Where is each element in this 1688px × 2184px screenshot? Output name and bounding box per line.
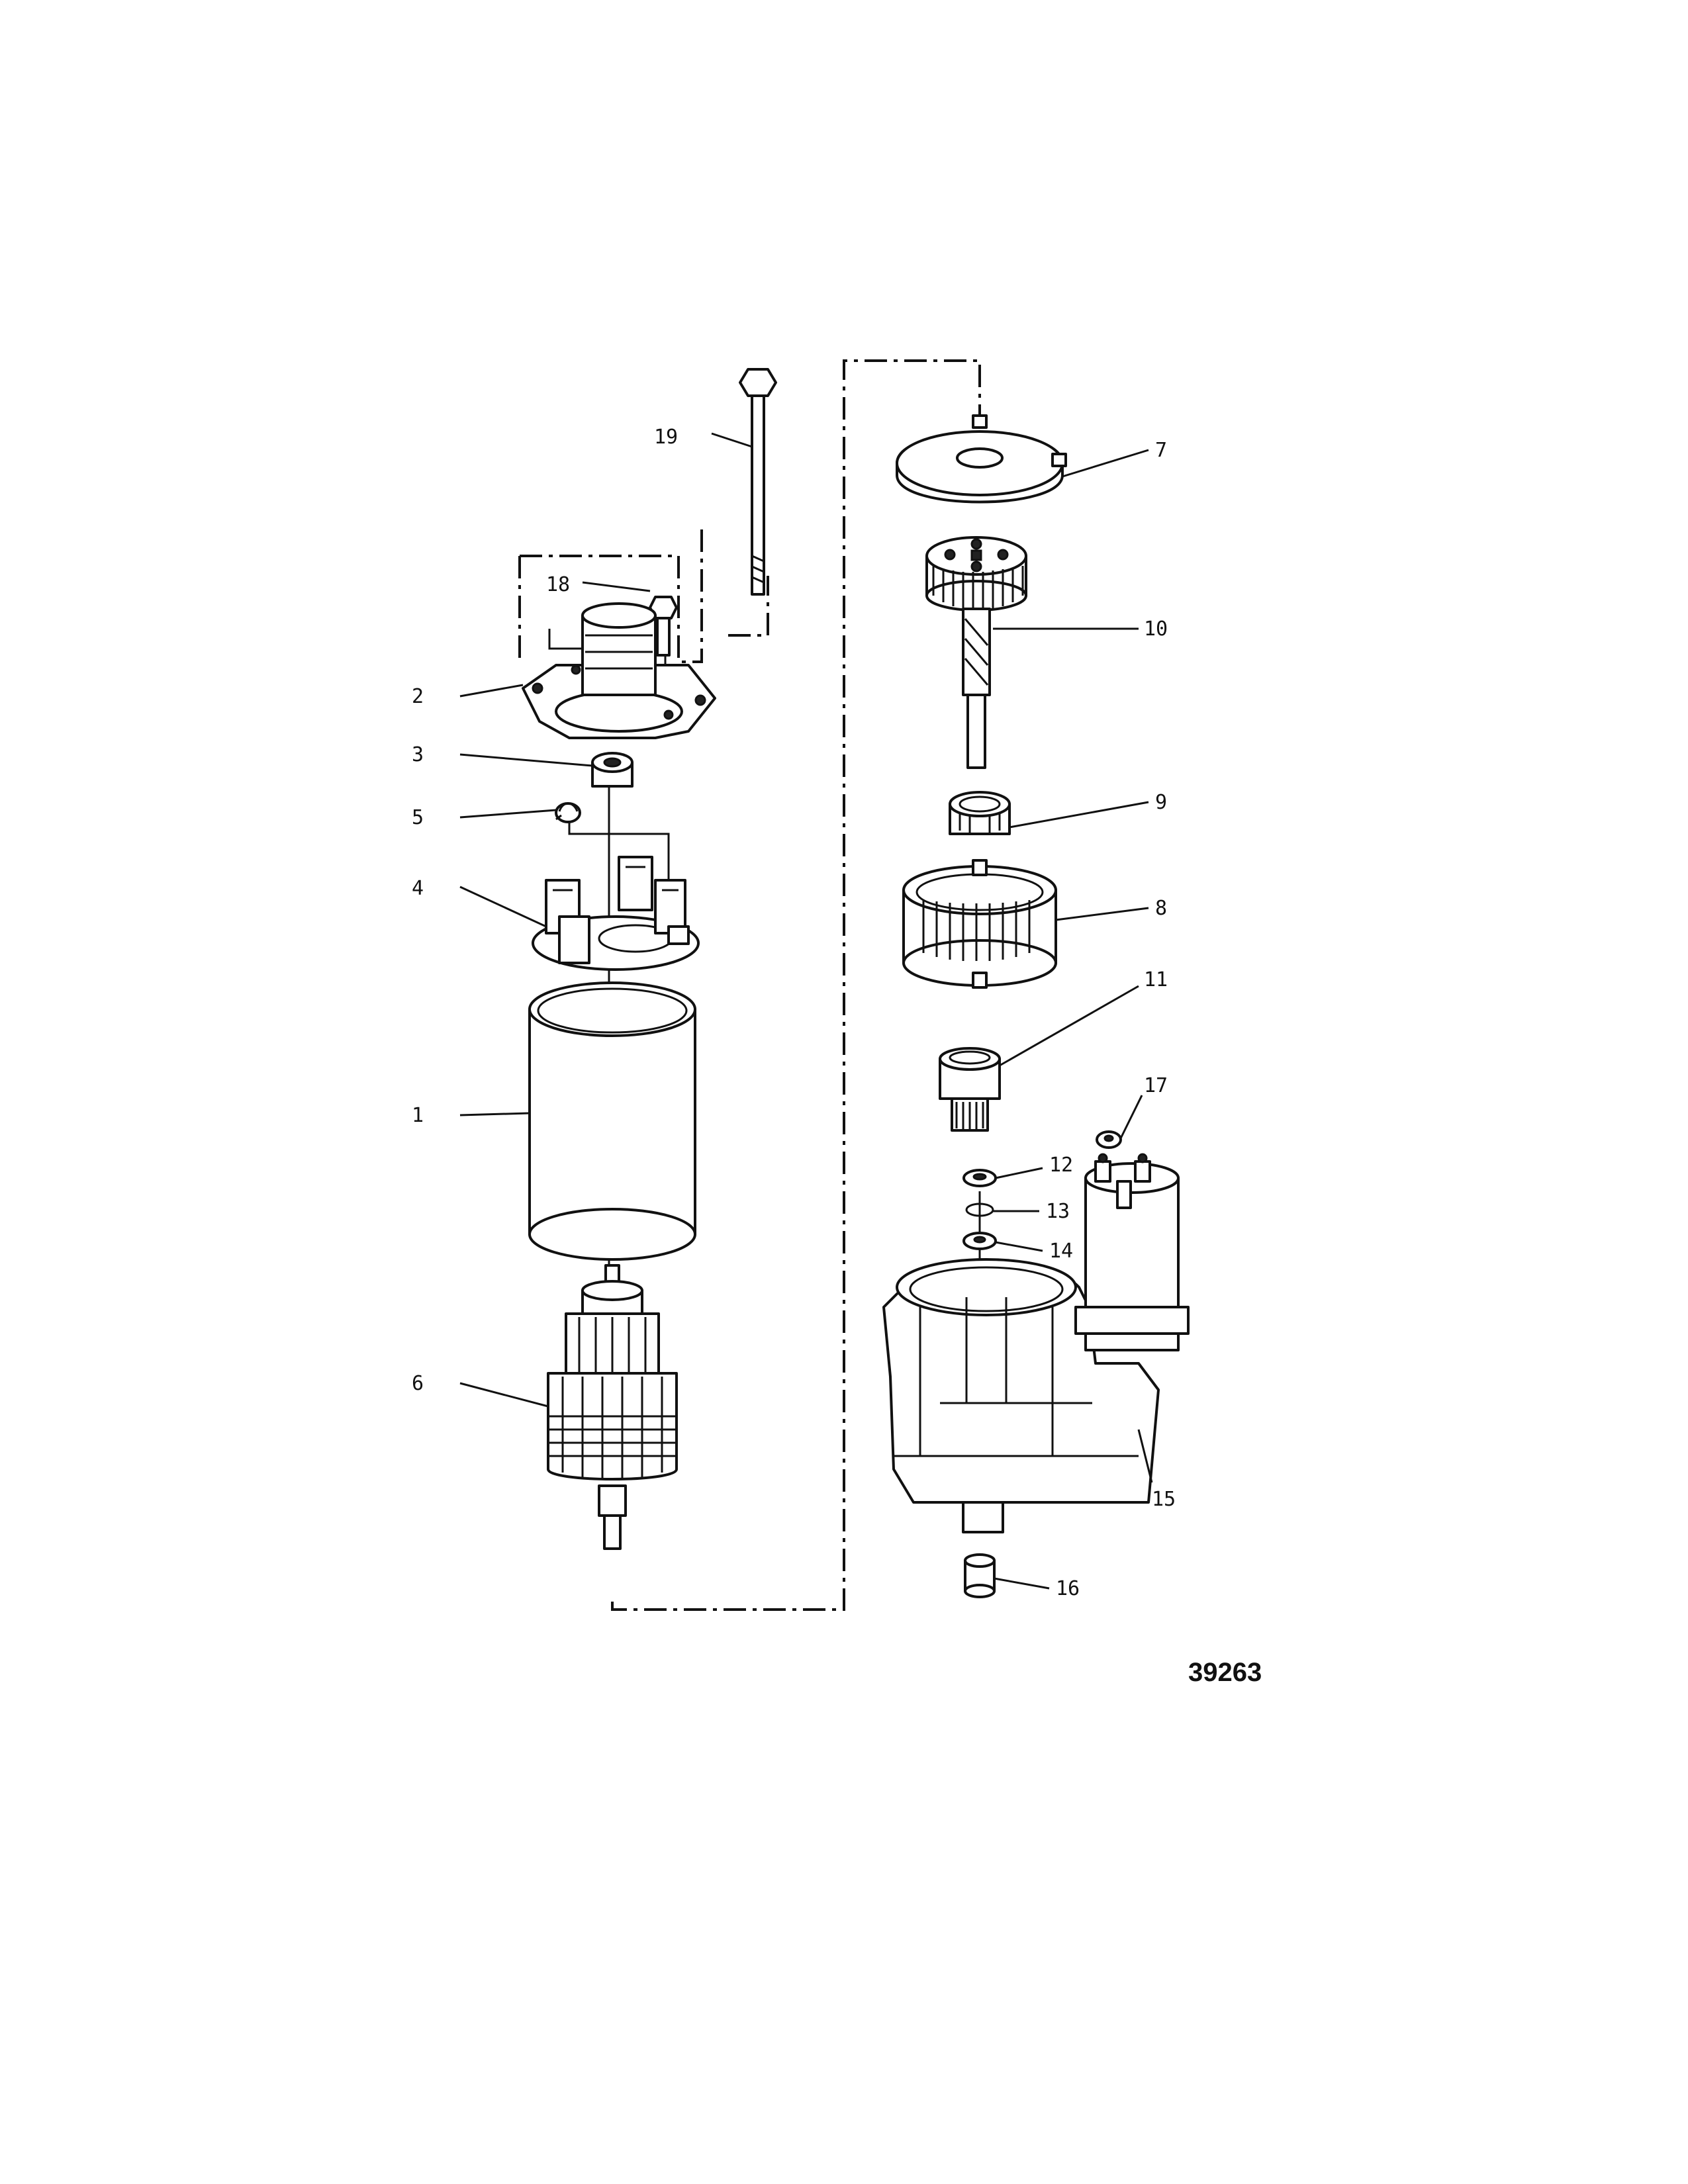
part-10-planet-shaft (925, 536, 1027, 769)
part-16-bushing (964, 1553, 996, 1598)
part-3-bearing (591, 752, 633, 788)
callout-13: 13 (1046, 1200, 1070, 1223)
leader-lines (459, 432, 1153, 1590)
part-19-through-bolt (739, 368, 777, 596)
callout-15: 15 (1152, 1488, 1176, 1511)
part-9-bearing (949, 791, 1011, 835)
callout-11: 11 (1144, 968, 1168, 991)
part-11-drive-pinion (939, 1047, 1001, 1132)
callout-5: 5 (412, 806, 424, 829)
part-13-retaining-ring (965, 1203, 994, 1217)
callout-4: 4 (412, 877, 424, 900)
callout-12: 12 (1049, 1154, 1073, 1177)
part-15-drive-housing (882, 1153, 1190, 1533)
part-8-ring-gear (902, 859, 1057, 989)
callout-10: 10 (1144, 617, 1168, 641)
callout-16: 16 (1056, 1577, 1080, 1600)
part-7-drive-end-plate (896, 414, 1067, 504)
part-14-thrust-collar (962, 1232, 997, 1250)
part-17-nut (1096, 1130, 1122, 1149)
callout-6: 6 (412, 1372, 424, 1395)
part-5-brush-spring (555, 802, 581, 823)
callout-1: 1 (412, 1104, 424, 1127)
part-1-field-frame (528, 981, 696, 1261)
part-4-brush-holder (532, 856, 700, 971)
callout-19: 19 (654, 426, 678, 449)
figure-number: 39263 (1188, 1658, 1262, 1687)
part-6-armature (547, 1264, 678, 1550)
part-2-commutator-end-frame (522, 602, 716, 739)
callout-8: 8 (1155, 897, 1167, 920)
part-18-screw (649, 596, 678, 657)
callout-labels: 19 18 2 3 5 4 1 6 7 10 9 8 11 17 12 13 1… (412, 426, 1176, 1600)
callout-3: 3 (412, 743, 424, 766)
callout-17: 17 (1144, 1074, 1168, 1097)
callout-7: 7 (1155, 439, 1167, 462)
callout-14: 14 (1049, 1240, 1073, 1263)
callout-18: 18 (546, 573, 570, 596)
callout-2: 2 (412, 685, 424, 708)
part-12-collar (962, 1169, 997, 1187)
callout-9: 9 (1155, 791, 1167, 814)
